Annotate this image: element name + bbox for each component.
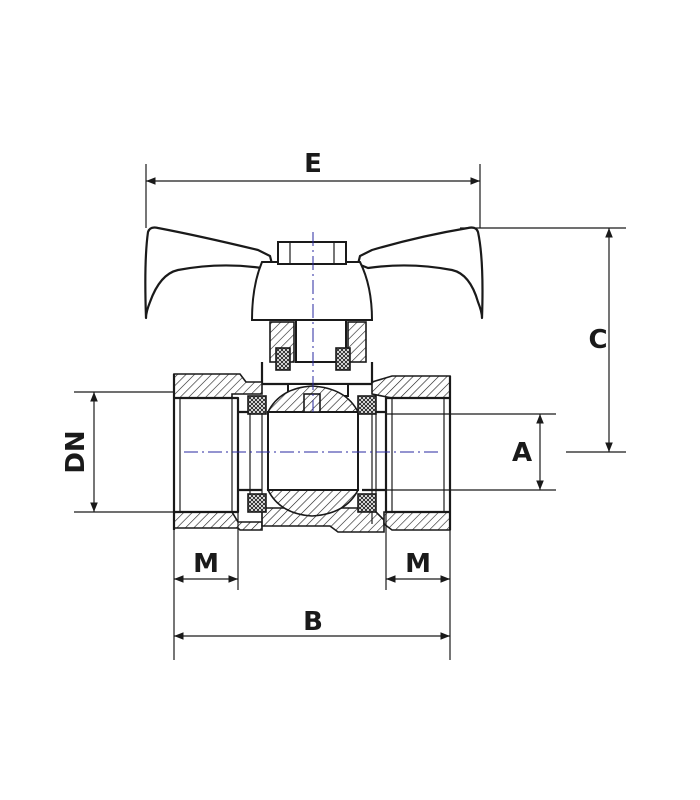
stem-seal-right — [335, 347, 351, 371]
body-top-wall-left — [173, 373, 263, 399]
dimension-b-label: B — [303, 607, 323, 637]
dimension-dn: DN — [61, 391, 174, 513]
dimension-m-left-label: M — [193, 549, 219, 579]
body-top-wall-right — [371, 375, 451, 399]
body-bottom-wall-left — [173, 511, 263, 531]
valve-ball — [266, 385, 360, 517]
dimension-b: B — [173, 590, 451, 660]
dimension-e: E — [145, 149, 481, 228]
butterfly-handle — [144, 226, 484, 363]
ball-lower — [266, 489, 360, 517]
dimension-dn-label: DN — [61, 430, 91, 473]
seat-lower-left — [247, 493, 267, 513]
dimension-e-label: E — [304, 149, 322, 179]
dimension-m-left: M — [173, 512, 239, 590]
seat-upper-left — [247, 395, 267, 415]
dimension-a: A — [386, 413, 556, 491]
ball-stem-slot — [303, 393, 321, 413]
handle-hub — [250, 261, 374, 321]
handle-wings — [144, 226, 274, 320]
seat-upper-right — [357, 395, 377, 415]
dimension-m-right: M — [385, 512, 451, 590]
stem-seal-left — [275, 347, 291, 371]
handle-nut — [277, 241, 347, 265]
seat-lower-right — [357, 493, 377, 513]
dimension-a-label: A — [512, 438, 532, 468]
dimension-m-right-label: M — [405, 549, 431, 579]
dimension-c-label: C — [588, 325, 607, 355]
body-bottom-wall-right — [383, 511, 451, 531]
dimension-c: C — [460, 227, 626, 453]
